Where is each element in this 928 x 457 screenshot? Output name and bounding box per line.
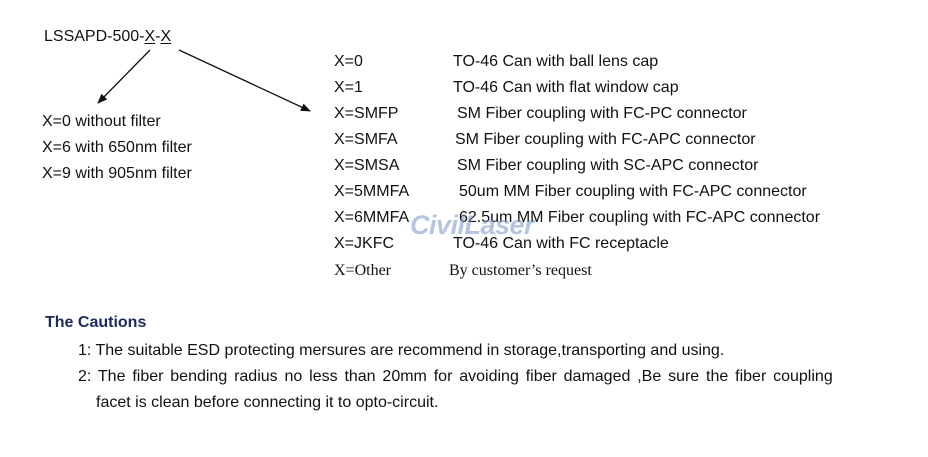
caution-item-continuation: facet is clean before connecting it to o…	[96, 394, 439, 411]
part-number-field-filter: X	[144, 28, 156, 45]
package-option-desc: TO-46 Can with FC receptacle	[453, 235, 669, 252]
package-option-desc: 62.5um MM Fiber coupling with FC-APC con…	[459, 209, 821, 226]
package-option-desc: By customer’s request	[449, 262, 592, 279]
package-option-code: X=6MMFA	[334, 209, 410, 226]
package-option-code: X=SMSA	[334, 157, 400, 174]
part-number-field-package: X	[160, 28, 172, 45]
package-option-desc: SM Fiber coupling with FC-APC connector	[455, 131, 756, 148]
arrow-to-filter-icon	[97, 49, 151, 104]
part-number-separator: -	[155, 28, 161, 45]
package-option-code: X=SMFA	[334, 131, 398, 148]
package-option-code: X=Other	[334, 262, 392, 279]
package-option-code: X=0	[334, 53, 363, 70]
arrow-to-package-icon	[178, 49, 311, 112]
part-number: LSSAPD-500-X-X	[44, 28, 171, 46]
caution-item: 2: The fiber bending radius no less than…	[78, 368, 833, 385]
package-option-desc: TO-46 Can with ball lens cap	[453, 53, 659, 70]
filter-option: X=6 with 650nm filter	[42, 139, 192, 156]
filter-option: X=0 without filter	[42, 113, 161, 130]
package-option-code: X=JKFC	[334, 235, 395, 252]
package-option-code: X=5MMFA	[334, 183, 410, 200]
package-option-code: X=1	[334, 79, 363, 96]
package-option-desc: SM Fiber coupling with SC-APC connector	[457, 157, 759, 174]
package-option-desc: 50um MM Fiber coupling with FC-APC conne…	[459, 183, 807, 200]
package-option-code: X=SMFP	[334, 105, 399, 122]
package-option-desc: SM Fiber coupling with FC-PC connector	[457, 105, 747, 122]
part-number-prefix: LSSAPD-500-	[44, 28, 145, 45]
caution-item: 1: The suitable ESD protecting mersures …	[78, 342, 725, 359]
filter-option: X=9 with 905nm filter	[42, 165, 192, 182]
package-option-desc: TO-46 Can with flat window cap	[453, 79, 679, 96]
cautions-title: The Cautions	[45, 314, 147, 331]
